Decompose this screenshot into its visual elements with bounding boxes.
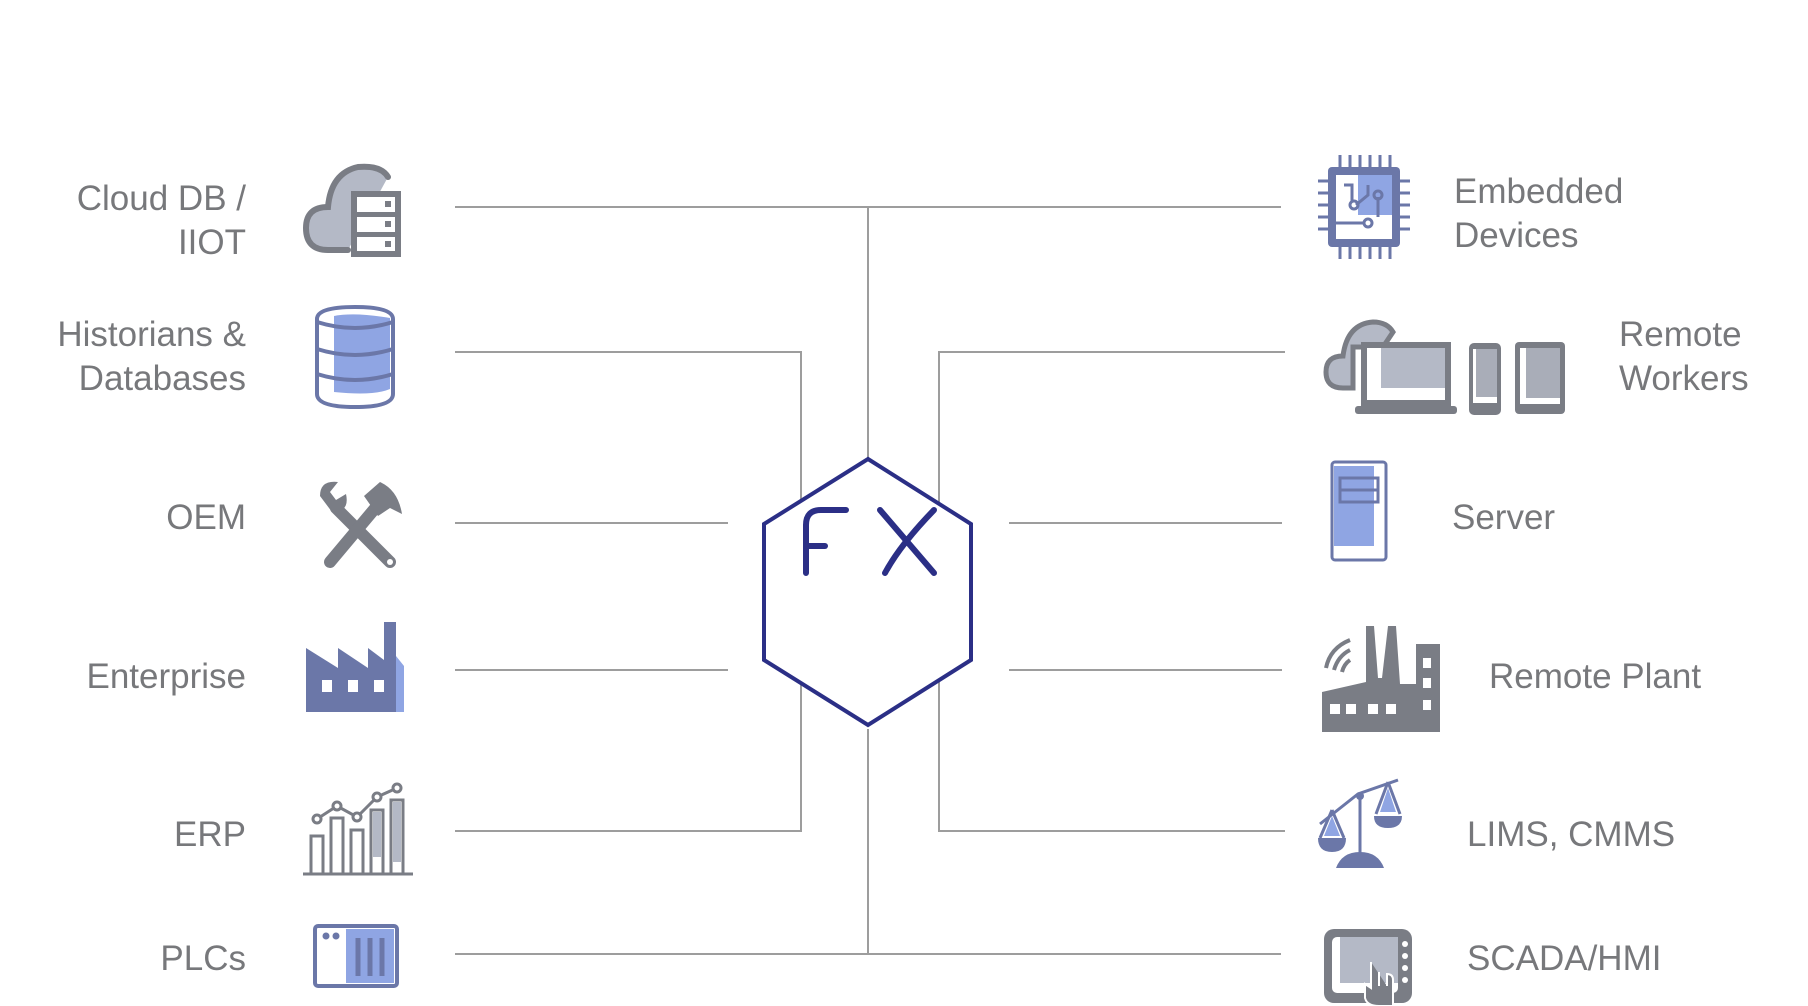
label-line: Enterprise xyxy=(86,657,246,696)
bar-chart-icon xyxy=(303,782,413,876)
label-line: LIMS, CMMS xyxy=(1467,815,1676,854)
scales-icon xyxy=(1318,778,1402,868)
label-cloud-db: Cloud DB / IIOT xyxy=(77,177,246,265)
label-oem: OEM xyxy=(166,496,246,540)
remote-plant-icon xyxy=(1322,626,1440,732)
label-line: Server xyxy=(1452,498,1556,537)
label-line: OEM xyxy=(166,498,246,537)
label-line: Remote Plant xyxy=(1489,657,1702,696)
label-lims: LIMS, CMMS xyxy=(1467,813,1675,857)
label-line: Remote xyxy=(1619,315,1742,354)
label-line: IIOT xyxy=(177,223,246,262)
plc-icon xyxy=(313,924,399,988)
label-scada: SCADA/HMI xyxy=(1467,937,1661,981)
label-line: Cloud DB / xyxy=(76,179,246,218)
label-plcs: PLCs xyxy=(160,937,246,981)
factory-icon xyxy=(306,622,404,712)
label-line: Historians & xyxy=(57,315,246,354)
chip-icon xyxy=(1318,155,1410,259)
connector-remote-workers-lims xyxy=(938,351,1285,832)
fx-logo xyxy=(803,507,937,576)
label-enterprise: Enterprise xyxy=(86,655,246,699)
cloud-database-icon xyxy=(303,163,401,257)
touchscreen-icon xyxy=(1324,929,1412,1006)
label-line: ERP xyxy=(174,815,246,854)
label-erp: ERP xyxy=(174,813,246,857)
label-line: PLCs xyxy=(160,939,246,978)
connector-historians-erp xyxy=(455,351,802,832)
label-remote-plant: Remote Plant xyxy=(1489,655,1701,699)
label-server: Server xyxy=(1452,496,1555,540)
tools-icon xyxy=(320,481,402,568)
database-icon xyxy=(315,304,395,410)
devices-icon xyxy=(1323,319,1565,415)
label-line: Devices xyxy=(1454,216,1579,255)
label-line: SCADA/HMI xyxy=(1467,939,1662,978)
label-line: Workers xyxy=(1619,359,1749,398)
label-line: Embedded xyxy=(1454,172,1624,211)
label-historians: Historians & Databases xyxy=(57,313,246,401)
fx-hub xyxy=(762,456,973,728)
label-line: Databases xyxy=(78,359,246,398)
server-icon xyxy=(1330,460,1388,562)
